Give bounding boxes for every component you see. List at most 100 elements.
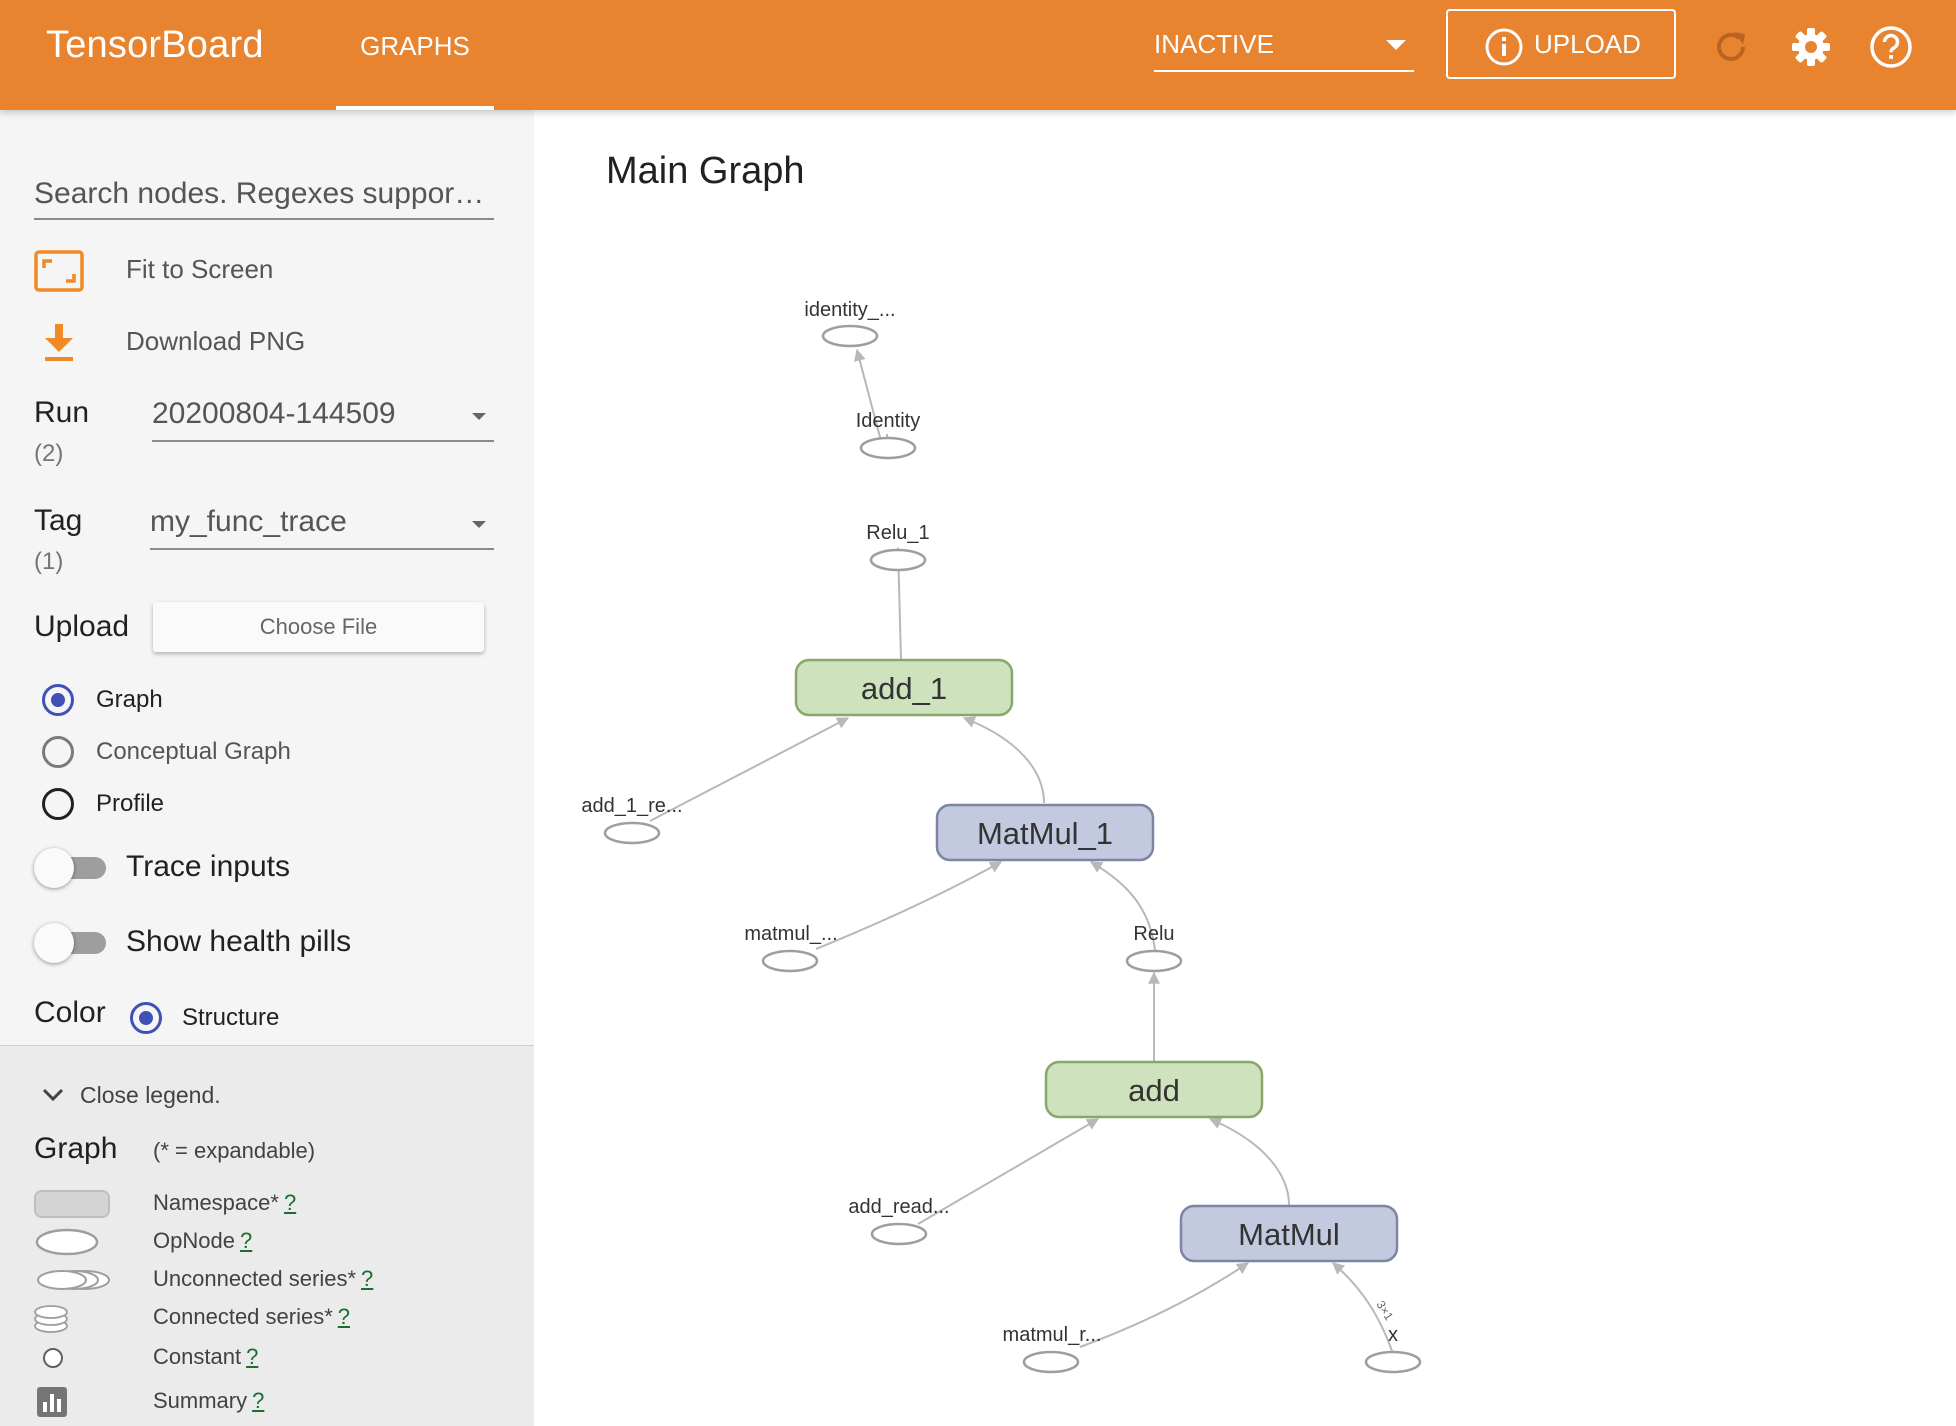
- tag-dropdown[interactable]: my_func_trace: [150, 500, 494, 550]
- opnode-relu[interactable]: [1125, 949, 1183, 973]
- connected-series-shape-icon: [34, 1305, 68, 1333]
- legend-panel: Close legend. Graph (* = expandable) Nam…: [0, 1045, 534, 1426]
- unconnected-series-shape-icon: [37, 1270, 110, 1290]
- opnode-add-1-read[interactable]: [603, 821, 661, 845]
- legend-unconnected-series: Unconnected series*?: [34, 1264, 514, 1296]
- opnode-x[interactable]: [1364, 1350, 1422, 1374]
- namespace-shape-icon: [34, 1190, 110, 1218]
- refresh-icon[interactable]: [1708, 24, 1754, 70]
- legend-help-link[interactable]: ?: [283, 1190, 297, 1215]
- node-add-box: [1044, 1060, 1264, 1119]
- fit-to-screen-label: Fit to Screen: [126, 254, 274, 284]
- top-app-bar: TensorBoard GRAPHS INACTIVE UPLOAD: [0, 0, 1956, 110]
- legend-note: (* = expandable): [153, 1138, 316, 1163]
- legend-constant-label: Constant?: [153, 1344, 259, 1369]
- edge-x-to-matmul: [1332, 1262, 1393, 1352]
- settings-icon[interactable]: [1788, 24, 1834, 70]
- node-add-1-box: [794, 658, 1014, 717]
- edge-identity-to-identity-out: [853, 348, 882, 442]
- plugin-status-value: INACTIVE: [1154, 29, 1274, 59]
- legend-title: Graph: [34, 1132, 118, 1165]
- edge-matmul-to-add: [1208, 1117, 1290, 1206]
- label-x: x: [1388, 1324, 1398, 1346]
- help-icon[interactable]: [1868, 24, 1914, 70]
- node-matmul-1-box: [935, 803, 1155, 862]
- tab-graphs[interactable]: GRAPHS: [336, 0, 494, 110]
- legend-namespace-label: Namespace*?: [153, 1190, 297, 1215]
- trace-inputs-label: Trace inputs: [126, 850, 290, 883]
- caret-down-icon: [1386, 40, 1406, 50]
- legend-help-link[interactable]: ?: [337, 1304, 351, 1329]
- node-matmul-box: [1179, 1204, 1399, 1263]
- node-add-1-label: add_1: [861, 671, 947, 706]
- edge-shape-label: 3×1: [1373, 1298, 1396, 1323]
- download-icon: [45, 324, 73, 361]
- radio-graph-label: Graph: [96, 686, 163, 713]
- graph-canvas[interactable]: identity_... Identity Relu_1 add_1_re...…: [534, 110, 1956, 1426]
- close-legend-label: Close legend.: [80, 1082, 221, 1108]
- tag-value: my_func_trace: [150, 505, 347, 538]
- opnode-add-read[interactable]: [870, 1222, 928, 1246]
- opnode-matmul-read-1[interactable]: [761, 949, 819, 973]
- main-graph-title: Main Graph: [606, 150, 805, 192]
- legend-opnode-label: OpNode?: [153, 1228, 253, 1253]
- radio-conceptual-graph-label: Conceptual Graph: [96, 738, 291, 765]
- legend-summary: Summary?: [34, 1386, 514, 1418]
- node-matmul[interactable]: MatMul: [1179, 1204, 1399, 1263]
- run-label: Run: [34, 396, 90, 429]
- node-add-1[interactable]: add_1: [794, 658, 1014, 717]
- download-png-label: Download PNG: [126, 326, 306, 356]
- choose-file-button[interactable]: Choose File: [153, 602, 484, 652]
- caret-down-icon: [472, 413, 486, 420]
- legend-help-link[interactable]: ?: [246, 1344, 259, 1369]
- legend-namespace: Namespace*?: [34, 1188, 514, 1220]
- label-identity: Identity: [856, 410, 920, 432]
- fit-to-screen-icon: [34, 250, 84, 292]
- opnode-identity[interactable]: [859, 436, 917, 460]
- radio-profile-label: Profile: [96, 790, 165, 817]
- chevron-down-icon: [42, 1088, 64, 1102]
- node-matmul-1[interactable]: MatMul_1: [935, 803, 1155, 862]
- active-tab-indicator: [336, 106, 494, 110]
- upload-button-label: UPLOAD: [1534, 29, 1641, 59]
- label-matmul-read-1: matmul_...: [744, 923, 837, 945]
- caret-down-icon: [472, 521, 486, 528]
- summary-bar-chart-icon: [37, 1387, 67, 1417]
- node-add[interactable]: add: [1044, 1060, 1264, 1119]
- opnode-shape-icon: [35, 1228, 99, 1256]
- download-png-button[interactable]: Download PNG: [34, 318, 494, 368]
- run-dropdown[interactable]: 20200804-144509: [152, 392, 494, 442]
- plugin-status-dropdown[interactable]: INACTIVE: [1154, 22, 1414, 72]
- graph-svg: identity_... Identity Relu_1 add_1_re...…: [581, 299, 1422, 1374]
- legend-help-link[interactable]: ?: [239, 1228, 253, 1253]
- legend-connected-series: Connected series*?: [34, 1302, 514, 1334]
- node-matmul-label: MatMul: [1238, 1217, 1340, 1252]
- radio-checked-icon: [42, 684, 74, 716]
- radio-unchecked-icon: [42, 736, 74, 768]
- fit-to-screen-button[interactable]: Fit to Screen: [34, 246, 494, 296]
- opnode-relu-1[interactable]: [869, 548, 927, 572]
- legend-help-link[interactable]: ?: [361, 1266, 374, 1291]
- legend-constant: Constant?: [34, 1342, 514, 1374]
- legend-help-link[interactable]: ?: [252, 1388, 265, 1413]
- edge-matmulread1-to-matmul1: [815, 861, 1003, 950]
- legend-opnode: OpNode?: [34, 1226, 514, 1258]
- edge-relu-to-matmul1: [1089, 861, 1156, 951]
- edge-matmul1-to-add1: [962, 716, 1045, 804]
- legend-summary-label: Summary?: [153, 1388, 265, 1413]
- opnode-matmul-read[interactable]: [1022, 1350, 1080, 1374]
- radio-checked-icon: [130, 1002, 162, 1034]
- label-relu-1: Relu_1: [866, 522, 929, 544]
- upload-button[interactable]: UPLOAD: [1446, 9, 1676, 79]
- search-input[interactable]: Search nodes. Regexes suppor…: [34, 172, 494, 220]
- node-matmul-1-label: MatMul_1: [977, 816, 1113, 851]
- edge-matmulread-to-matmul: [1079, 1262, 1249, 1348]
- tag-label: Tag: [34, 504, 83, 537]
- constant-shape-icon: [43, 1348, 63, 1368]
- label-add-1-read: add_1_re...: [581, 795, 682, 817]
- run-value: 20200804-144509: [152, 397, 396, 430]
- opnode-identity-out[interactable]: [821, 324, 879, 348]
- radio-unchecked-icon: [42, 788, 74, 820]
- color-label: Color: [34, 996, 106, 1029]
- label-identity-out: identity_...: [804, 299, 895, 321]
